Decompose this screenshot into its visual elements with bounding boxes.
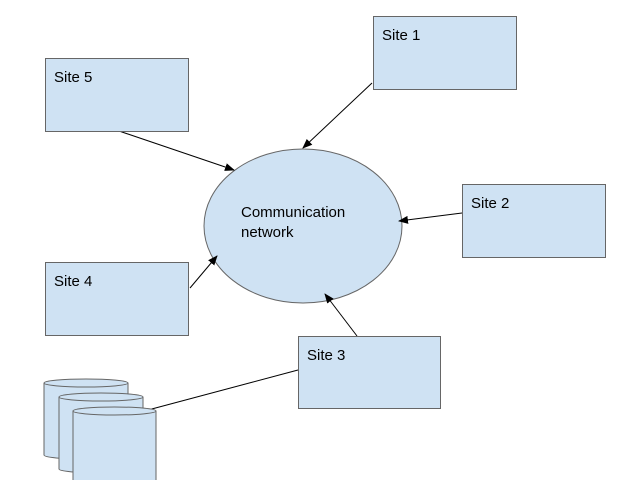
site-3-label: Site 3 — [307, 347, 346, 364]
site-1-box: Site 1 — [373, 16, 517, 90]
communication-network-label: Communication network — [241, 203, 345, 243]
site-4-label: Site 4 — [54, 273, 93, 290]
arrow-site3-to-network — [324, 293, 358, 337]
site-1-label: Site 1 — [382, 27, 421, 44]
network-label-line2: network — [241, 224, 294, 241]
arrow-site4-to-network — [189, 255, 218, 289]
site-2-box: Site 2 — [462, 184, 606, 258]
arrow-site2-to-network — [398, 212, 463, 224]
communication-network-ellipse — [203, 148, 403, 304]
network-label-line1: Communication — [241, 204, 346, 221]
site-2-label: Site 2 — [471, 195, 510, 212]
site-4-box: Site 4 — [45, 262, 189, 336]
site-5-label: Site 5 — [54, 69, 93, 86]
arrow-site1-to-network — [302, 82, 373, 149]
site-5-box: Site 5 — [45, 58, 189, 132]
database-cylinder-front — [72, 406, 157, 480]
site-3-box: Site 3 — [298, 336, 441, 409]
connector-site3-to-database — [147, 369, 299, 411]
arrow-site5-to-network — [118, 130, 235, 171]
database-icon — [43, 378, 157, 480]
